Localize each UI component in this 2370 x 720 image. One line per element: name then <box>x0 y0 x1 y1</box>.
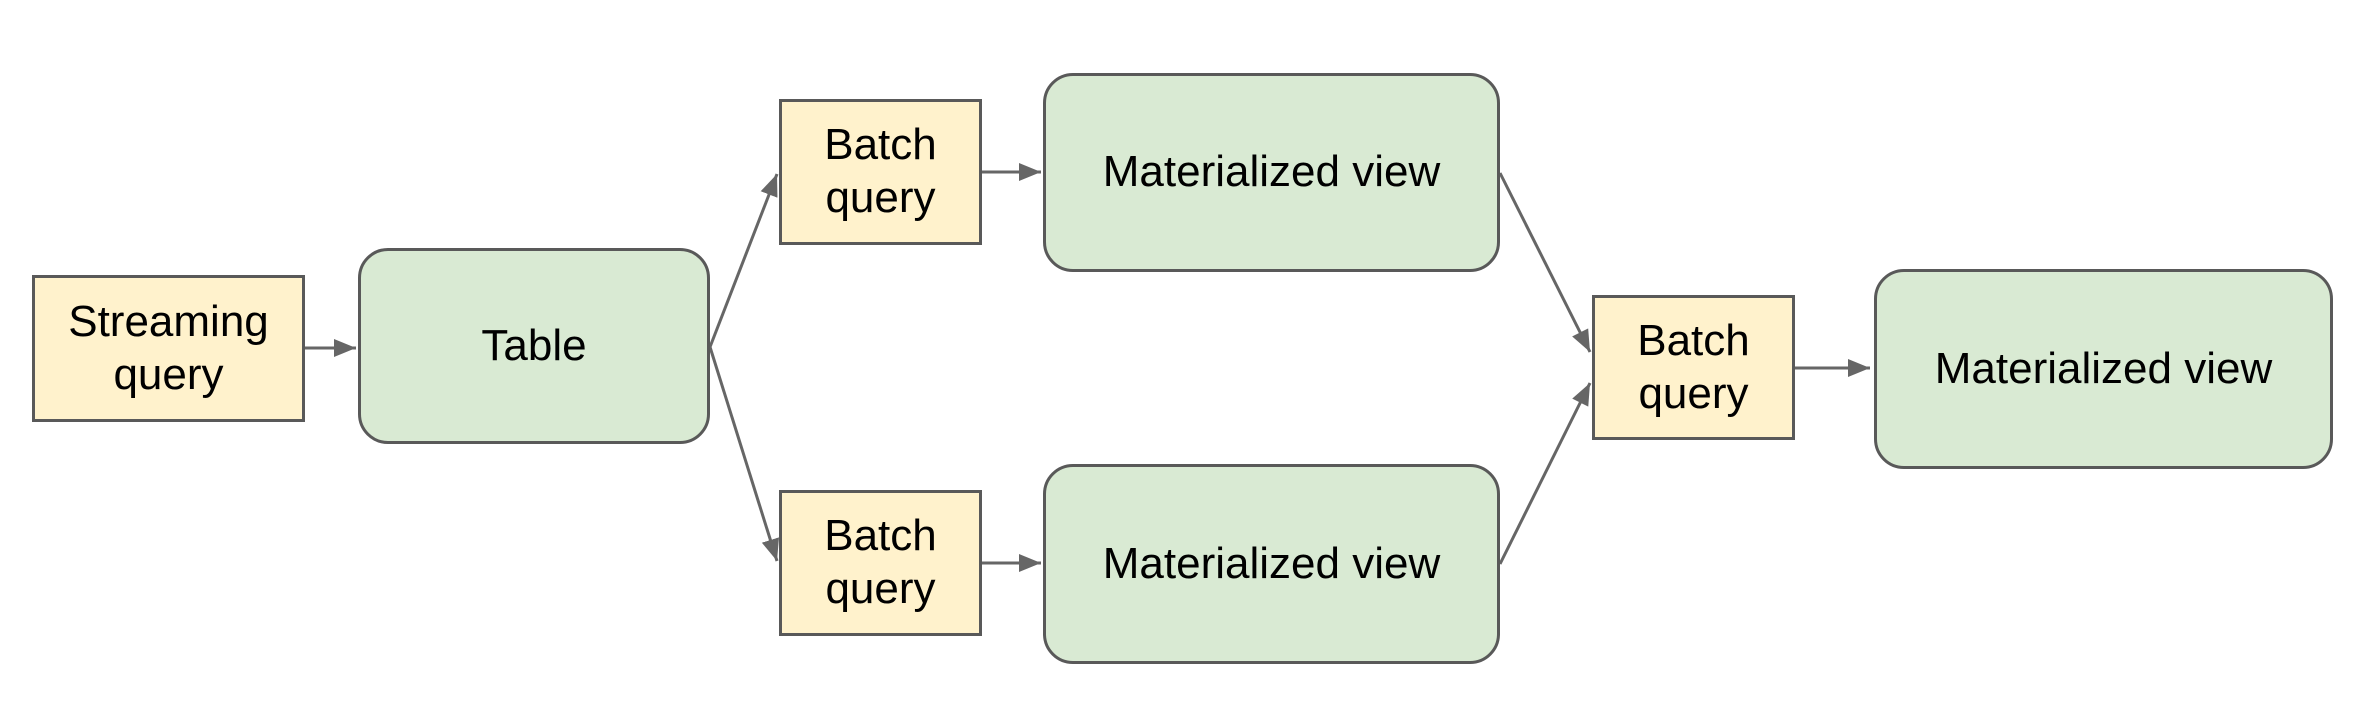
node-streaming-query: Streaming query <box>32 275 305 422</box>
arrow-table-to-batch-top <box>708 173 779 348</box>
node-batch-query-bottom: Batch query <box>779 490 982 636</box>
node-materialized-view-right: Materialized view <box>1874 269 2333 469</box>
node-materialized-view-right-label: Materialized view <box>1934 343 2273 393</box>
node-batch-query-top: Batch query <box>779 99 982 245</box>
node-streaming-query-label: Streaming query <box>68 296 269 399</box>
arrow-table-to-batch-bottom <box>708 346 780 562</box>
arrow-mv-bottom-to-batch-right <box>1498 382 1592 565</box>
node-batch-query-bottom-label: Batch query <box>824 511 937 613</box>
node-materialized-view-bottom: Materialized view <box>1043 464 1500 664</box>
node-batch-query-top-label: Batch query <box>824 120 937 222</box>
node-materialized-view-bottom-label: Materialized view <box>1102 538 1441 588</box>
node-table-label: Table <box>481 320 587 370</box>
node-batch-query-right: Batch query <box>1592 295 1795 440</box>
arrow-mv-top-to-batch-right <box>1498 172 1592 353</box>
node-batch-query-right-label: Batch query <box>1637 315 1750 418</box>
node-materialized-view-top-label: Materialized view <box>1102 147 1441 197</box>
node-materialized-view-top: Materialized view <box>1043 73 1500 272</box>
node-table: Table <box>358 248 710 444</box>
